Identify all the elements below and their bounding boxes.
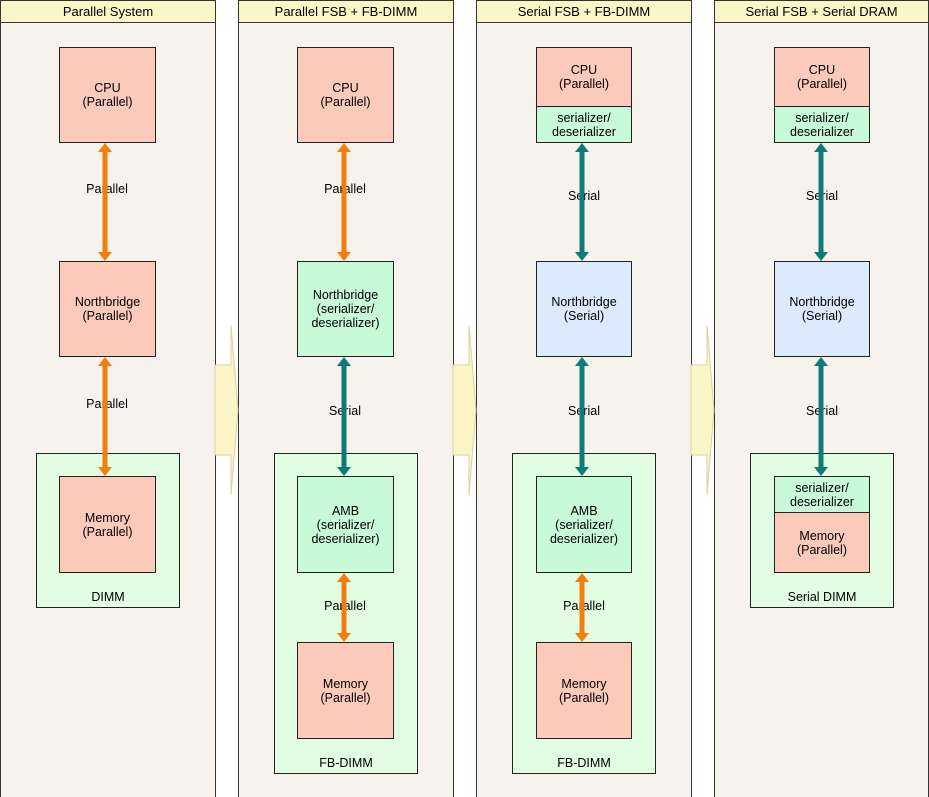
link-label: Parallel: [324, 182, 366, 196]
northbridge-box: Northbridge (Serial): [774, 261, 870, 357]
container-label: DIMM: [91, 590, 125, 604]
container-label: Serial DIMM: [787, 590, 857, 604]
amb-box: AMB (serializer/ deserializer): [536, 476, 632, 573]
link-label: Serial: [568, 189, 600, 203]
cpu-box: CPU (Parallel): [774, 47, 870, 107]
container-label: FB-DIMM: [319, 756, 373, 770]
link-label: Serial: [806, 404, 838, 418]
container-label: FB-DIMM: [557, 756, 611, 770]
northbridge-box: Northbridge (Parallel): [59, 261, 156, 357]
column-title-2: Parallel FSB + FB-DIMM: [238, 0, 454, 23]
link-label: Serial: [568, 404, 600, 418]
cpu-box: CPU (Parallel): [536, 47, 632, 107]
memory-box: Memory (Parallel): [774, 512, 870, 573]
column-title-3: Serial FSB + FB-DIMM: [476, 0, 692, 23]
cpu-serdes-box: serializer/ deserializer: [536, 106, 632, 143]
memory-box: Memory (Parallel): [536, 642, 632, 739]
cpu-box: CPU (Parallel): [297, 47, 394, 143]
link-label: Serial: [329, 404, 361, 418]
link-label: Parallel: [563, 599, 605, 613]
dimm-serdes-box: serializer/ deserializer: [774, 476, 870, 513]
column-title-4: Serial FSB + Serial DRAM: [714, 0, 929, 23]
link-label: Parallel: [86, 397, 128, 411]
link-label: Parallel: [86, 182, 128, 196]
cpu-serdes-box: serializer/ deserializer: [774, 106, 870, 143]
cpu-box: CPU (Parallel): [59, 47, 156, 143]
transition-arrow: [452, 324, 477, 496]
northbridge-box: Northbridge (Serial): [536, 261, 632, 357]
link-label: Serial: [806, 189, 838, 203]
transition-arrow: [214, 324, 239, 496]
northbridge-box: Northbridge (serializer/ deserializer): [297, 261, 394, 357]
amb-box: AMB (serializer/ deserializer): [297, 476, 394, 573]
link-label: Parallel: [324, 599, 366, 613]
memory-box: Memory (Parallel): [59, 476, 156, 573]
transition-arrow: [690, 324, 715, 496]
column-title-1: Parallel System: [0, 0, 216, 23]
memory-box: Memory (Parallel): [297, 642, 394, 739]
